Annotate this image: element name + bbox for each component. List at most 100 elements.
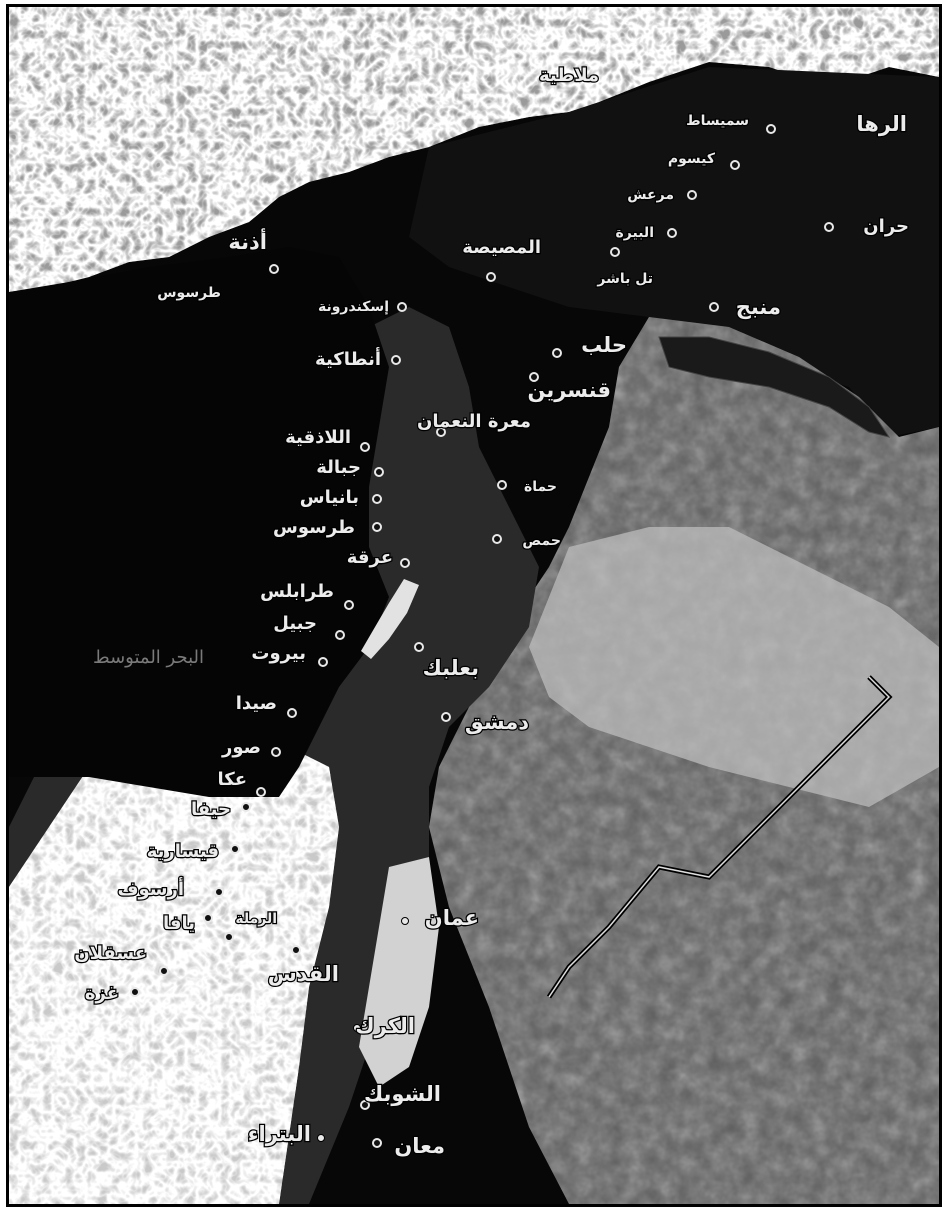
city-label: تل باشر (596, 271, 653, 287)
city-label: الكرك (355, 1014, 415, 1038)
city-label: طرسوس (273, 517, 355, 538)
city-label: حران (863, 216, 909, 237)
city-label: البيرة (616, 225, 654, 241)
city-marker (230, 844, 240, 854)
city-marker (374, 467, 384, 477)
city-marker (486, 272, 496, 282)
sea-label: البحر المتوسط (93, 647, 204, 668)
city-marker (400, 558, 410, 568)
city-label: كيسوم (668, 151, 716, 167)
city-label: حيفا (191, 799, 231, 820)
city-label: عمان (425, 906, 479, 930)
snow-texture (9, 7, 939, 292)
city-label: عكا (217, 769, 247, 790)
city-marker (317, 1134, 325, 1142)
city-marker (552, 348, 562, 358)
city-marker (203, 913, 213, 923)
city-marker (224, 932, 234, 942)
city-label: جبيل (273, 613, 317, 634)
city-label: أرسوف (118, 877, 184, 900)
city-marker (391, 355, 401, 365)
city-marker (256, 787, 266, 797)
city-marker (241, 802, 251, 812)
city-marker (529, 372, 539, 382)
city-label: قيسارية (147, 841, 219, 862)
city-label: قنسرين (527, 378, 611, 402)
city-label: دمشق (465, 710, 529, 734)
city-marker (414, 642, 424, 652)
city-label: إسكندرونة (318, 299, 389, 315)
city-label: أنطاكية (315, 347, 381, 370)
north-syria-plain (409, 67, 939, 437)
city-marker (824, 222, 834, 232)
city-label: حمص (522, 533, 561, 549)
city-marker (401, 917, 409, 925)
city-marker (730, 160, 740, 170)
city-label: بعلبك (423, 656, 479, 680)
border-highlight (548, 676, 891, 998)
city-label: معان (394, 1134, 445, 1158)
city-label: اللاذقية (285, 427, 351, 448)
city-marker (269, 264, 279, 274)
city-label: طرابلس (260, 581, 334, 602)
city-marker (291, 945, 301, 955)
city-label: المصيصة (462, 237, 541, 258)
mediterranean-sea (9, 247, 389, 797)
levant-satellite-map: البحر المتوسط (9, 7, 939, 1204)
city-marker (130, 987, 140, 997)
city-marker (287, 708, 297, 718)
city-marker (318, 657, 328, 667)
city-label: جبالة (316, 457, 361, 478)
city-label: حماة (524, 479, 557, 495)
city-marker (214, 887, 224, 897)
city-marker (372, 522, 382, 532)
city-label: غزة (85, 983, 119, 1004)
lebanon-mountains (361, 579, 419, 659)
city-marker (610, 247, 620, 257)
city-label: مرعش (627, 187, 674, 203)
city-label: معرة النعمان (417, 411, 531, 432)
city-marker (497, 480, 507, 490)
city-marker (687, 190, 697, 200)
city-label: أذنة (228, 227, 267, 254)
city-label: الرملة (235, 911, 277, 927)
city-label: سميساط (686, 113, 749, 129)
euphrates-lake (658, 336, 891, 438)
city-marker (335, 630, 345, 640)
city-marker (397, 302, 407, 312)
syrian-desert-bright (529, 527, 939, 807)
city-marker (436, 427, 446, 437)
city-label: البتراء (248, 1122, 311, 1146)
city-marker (766, 124, 776, 134)
map-frame: البحر المتوسط (6, 4, 942, 1207)
jordan-valley (359, 857, 439, 1087)
city-label: طرسوس (157, 285, 221, 301)
city-label: بيروت (251, 643, 306, 664)
city-label: ملاطية (539, 65, 599, 86)
city-label: الرها (856, 112, 907, 136)
city-marker (492, 534, 502, 544)
city-label: يافا (163, 913, 195, 934)
city-marker (441, 712, 451, 722)
city-label: عرقة (347, 547, 393, 568)
city-labels: ملاطية سميساط الرها كيسوم مرعش البيرة حر… (73, 64, 910, 1160)
city-label: عسقلان (74, 943, 147, 964)
city-markers (130, 124, 834, 1148)
city-marker (353, 1024, 361, 1032)
city-marker (360, 442, 370, 452)
city-marker (709, 302, 719, 312)
city-marker (360, 1100, 370, 1110)
city-label: بانياس (300, 487, 359, 508)
city-label: حلب (581, 333, 627, 357)
city-marker (159, 966, 169, 976)
sinai-texture (9, 727, 339, 1204)
city-marker (271, 747, 281, 757)
city-marker (372, 1138, 382, 1148)
city-label: صيدا (236, 693, 277, 714)
city-marker (667, 228, 677, 238)
city-marker (344, 600, 354, 610)
city-marker (372, 494, 382, 504)
city-label: القدس (268, 962, 339, 986)
city-label: صور (221, 737, 261, 758)
city-label: الشوبك (364, 1082, 441, 1106)
